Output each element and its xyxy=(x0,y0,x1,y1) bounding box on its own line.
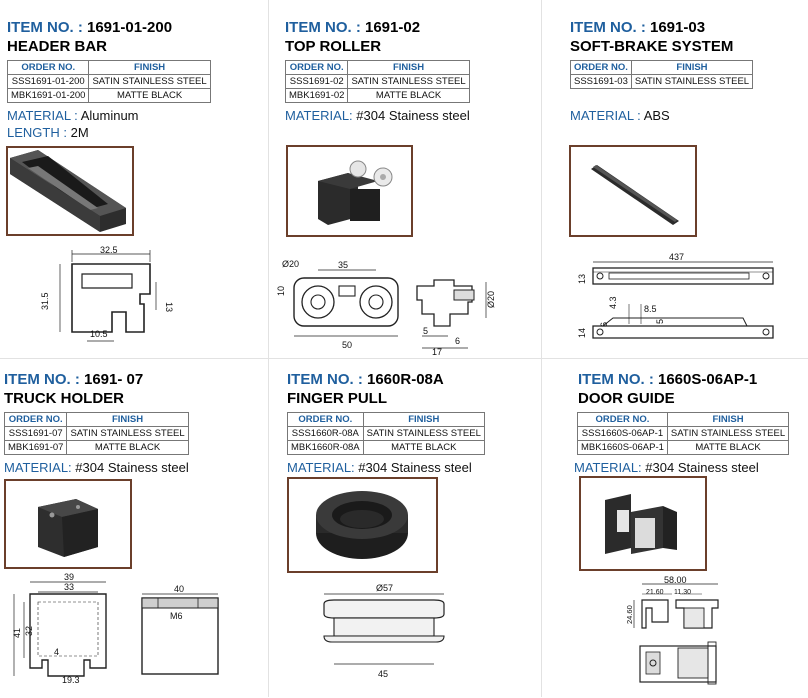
top-roller-photo xyxy=(286,145,413,237)
dimension-label: 4 xyxy=(54,647,59,657)
dimension-label: 10.5 xyxy=(90,329,108,339)
material: MATERIAL : Aluminum xyxy=(7,108,139,123)
material: MATERIAL: #304 Stainess steel xyxy=(285,108,470,123)
dimension-label: 45 xyxy=(378,669,388,679)
product-soft-brake-system: ITEM NO. : 1691-03 SOFT-BRAKE SYSTEM ORD… xyxy=(570,19,754,123)
dimension-label: 13 xyxy=(577,274,587,284)
product-door-guide: ITEM NO. : 1660S-06AP-1 DOOR GUIDE ORDER… xyxy=(574,371,790,475)
item-number: ITEM NO. : 1691-01-200 xyxy=(7,19,173,36)
truck-holder-drawing: 39 33 41 32 4 19.3 40 M6 xyxy=(12,572,219,685)
dimension-label: 21.60 xyxy=(646,589,664,596)
dimension-label: M6 xyxy=(170,611,183,621)
soft-brake-photo xyxy=(569,145,697,237)
product-truck-holder: ITEM NO. : 1691- 07 TRUCK HOLDER ORDER N… xyxy=(3,371,189,475)
row-divider xyxy=(0,358,808,359)
finger-pull-photo xyxy=(287,477,438,573)
soft-brake-drawing: 437 13 4.3 8.5 6 5 14 xyxy=(577,252,774,339)
item-number: ITEM NO. : 1691-03 xyxy=(570,19,706,36)
dimension-label: 14 xyxy=(577,328,587,338)
dimension-label: 19.3 xyxy=(62,675,80,685)
column-divider xyxy=(541,0,542,697)
dimension-label: 10 xyxy=(276,286,286,296)
dimension-label: Ø20 xyxy=(486,291,496,308)
product-header-bar: ITEM NO. : 1691-01-200 HEADER BAR ORDER … xyxy=(6,19,211,140)
top-roller-drawing: Ø20 35 10 50 Ø20 5 17 6 xyxy=(276,259,496,357)
product-name: FINGER PULL xyxy=(287,390,387,407)
dimension-label: 17 xyxy=(432,347,442,357)
material: MATERIAL: #304 Stainess steel xyxy=(287,460,472,475)
dimension-label: 8.5 xyxy=(644,304,657,314)
product-top-roller: ITEM NO. : 1691-02 TOP ROLLER ORDER NO.F… xyxy=(284,19,470,123)
dimension-label: Ø57 xyxy=(376,583,393,593)
material: MATERIAL : ABS xyxy=(570,108,670,123)
dimension-label: 24.60 xyxy=(625,605,634,624)
material: MATERIAL: #304 Stainess steel xyxy=(4,460,189,475)
soft-brake-image xyxy=(591,165,679,225)
dimension-label: 50 xyxy=(342,340,352,350)
dimension-label: 33 xyxy=(64,582,74,592)
length: LENGTH : 2M xyxy=(7,125,89,140)
dimension-label: 40 xyxy=(174,584,184,594)
dimension-label: 41 xyxy=(12,628,22,638)
product-name: DOOR GUIDE xyxy=(578,390,675,407)
dimension-label: 31.5 xyxy=(40,292,50,310)
dimension-label: 32 xyxy=(24,626,34,636)
dimension-label: 6 xyxy=(455,336,460,346)
product-name: TRUCK HOLDER xyxy=(4,390,124,407)
truck-holder-image xyxy=(38,499,98,557)
dimension-label: 32.5 xyxy=(100,245,118,255)
door-guide-photo xyxy=(579,476,707,571)
item-number: ITEM NO. : 1660S-06AP-1 xyxy=(578,371,758,388)
dimension-label: 4.3 xyxy=(608,296,618,309)
dimension-label: 11.30 xyxy=(674,589,691,596)
dimension-label: Ø20 xyxy=(282,259,299,269)
product-name: HEADER BAR xyxy=(7,38,108,55)
product-name: SOFT-BRAKE SYSTEM xyxy=(570,38,734,55)
dimension-label: 6 xyxy=(599,322,609,327)
dimension-label: 35 xyxy=(338,260,348,270)
material: MATERIAL: #304 Stainess steel xyxy=(574,460,759,475)
dimension-label: 5 xyxy=(655,319,665,324)
header-bar-drawing: 32.5 31.5 13 10.5 xyxy=(40,245,174,342)
finger-pull-drawing: Ø57 45 xyxy=(323,583,445,679)
dimension-label: 437 xyxy=(669,252,684,262)
product-finger-pull: ITEM NO. : 1660R-08A FINGER PULL ORDER N… xyxy=(287,371,485,475)
column-divider xyxy=(268,0,269,697)
dimension-label: 5 xyxy=(423,326,428,336)
dimension-label: 39 xyxy=(64,572,74,582)
dimension-label: 13 xyxy=(164,302,174,312)
item-number: ITEM NO. : 1660R-08A xyxy=(287,371,444,388)
door-guide-drawing: 58.00 21.60 11.30 24.60 xyxy=(625,575,719,685)
finger-pull-image xyxy=(316,491,408,559)
dimension-label: 58.00 xyxy=(664,575,687,585)
header-bar-photo xyxy=(6,146,134,236)
product-name: TOP ROLLER xyxy=(285,38,382,55)
truck-holder-photo xyxy=(4,479,132,569)
header-bar-image xyxy=(10,150,126,232)
door-guide-image xyxy=(605,494,677,554)
item-number: ITEM NO. : 1691- 07 xyxy=(4,371,144,388)
item-number: ITEM NO. : 1691-02 xyxy=(285,19,421,36)
top-roller-image xyxy=(318,160,393,225)
